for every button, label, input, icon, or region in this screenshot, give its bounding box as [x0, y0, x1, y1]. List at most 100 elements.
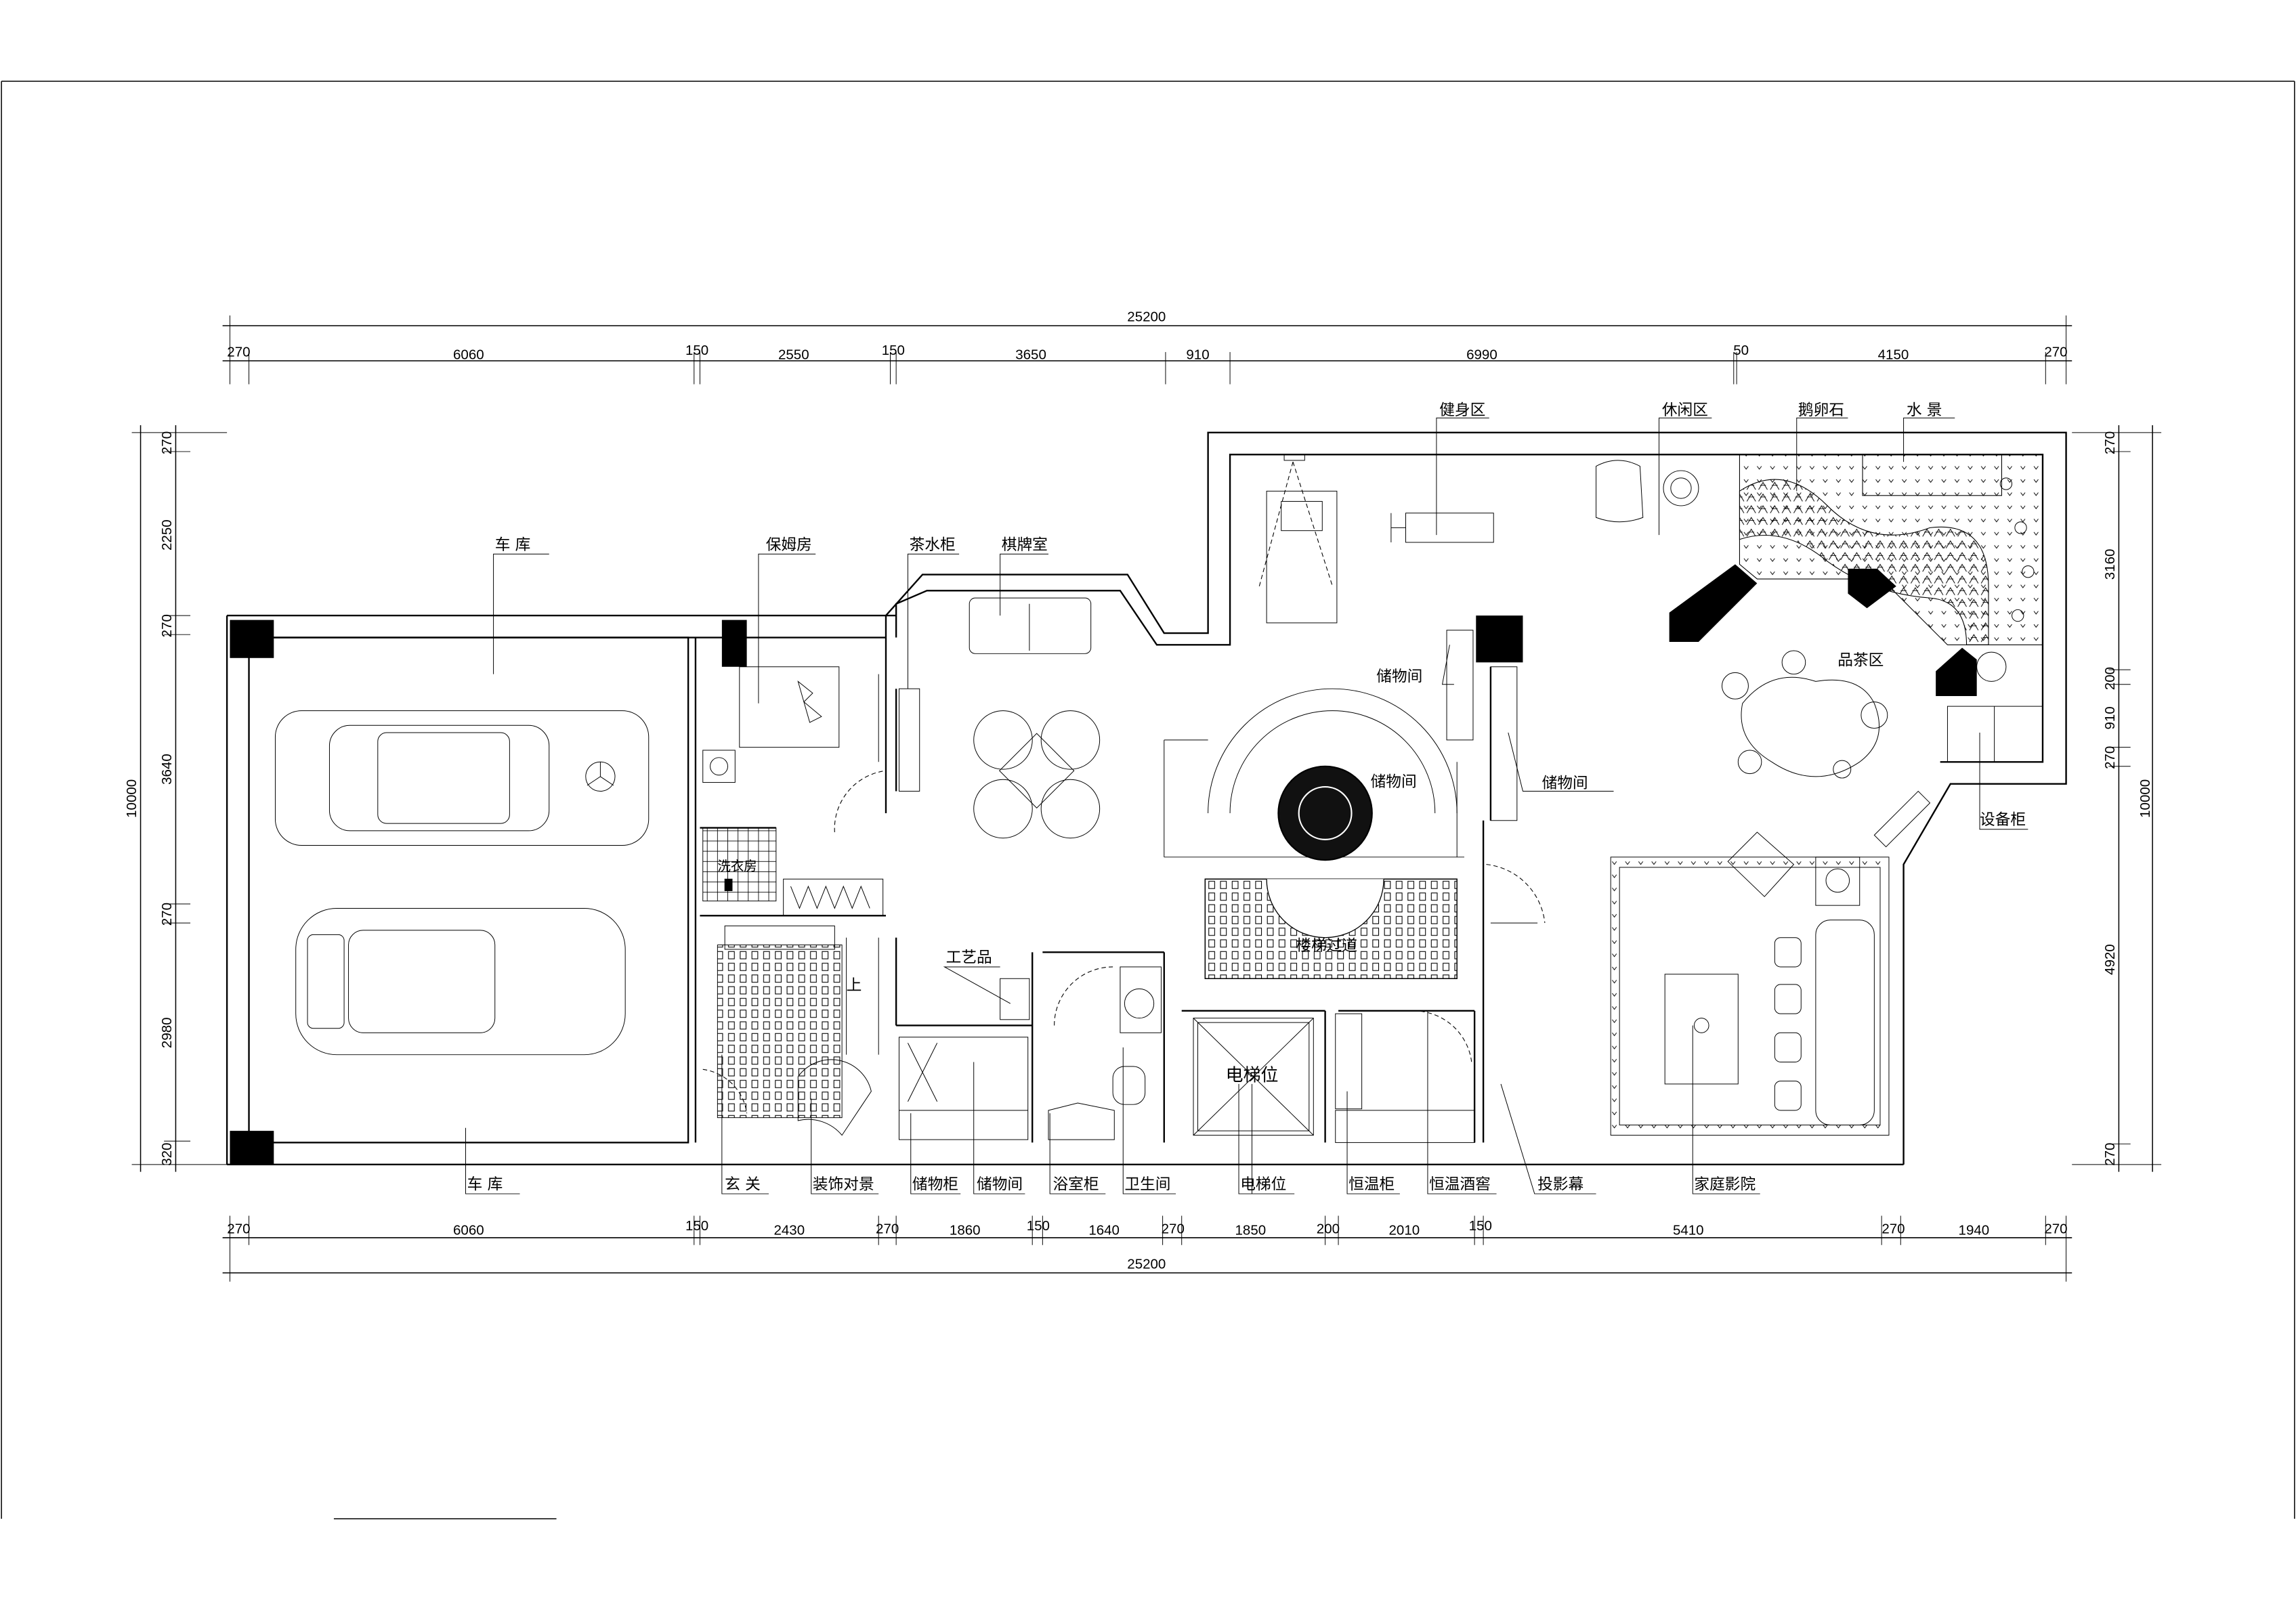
- label-decor-view: 装饰对景: [813, 1176, 874, 1194]
- door-swings: [702, 770, 1546, 1114]
- dim-bottom: 1850: [1235, 1223, 1267, 1238]
- dim-top: 150: [882, 343, 905, 358]
- dim-right: 910: [2102, 706, 2118, 729]
- dim-top: 6990: [1466, 347, 1497, 363]
- dim-bottom: 2430: [773, 1223, 805, 1238]
- dim-right: 4920: [2102, 944, 2118, 975]
- label-projection-screen: 投影幕: [1537, 1176, 1583, 1194]
- label-up: 上: [847, 977, 862, 995]
- leisure-furniture: [1596, 460, 1699, 523]
- label-artwork: 工艺品: [946, 949, 992, 966]
- label-water-feature: 水 景: [1907, 402, 1942, 419]
- dim-bottom: 1860: [950, 1223, 981, 1238]
- car-sports: [295, 908, 626, 1056]
- dim-top: 4150: [1878, 347, 1909, 363]
- gym-equipment: [1258, 454, 1494, 624]
- dim-top: 3650: [1015, 347, 1046, 363]
- elevator-shaft: [1193, 1018, 1314, 1136]
- dim-left: 3640: [159, 754, 175, 785]
- bottom-dimension-chain: 25200 270 6060 150 2430 270 1860 150 164…: [222, 1215, 2072, 1282]
- dim-top: 270: [2044, 344, 2067, 360]
- dim-left-total: 10000: [124, 779, 140, 818]
- dim-bottom: 270: [227, 1221, 250, 1236]
- label-pebbles: 鹅卵石: [1798, 402, 1844, 419]
- tea-area-furniture: [1722, 650, 2043, 848]
- label-storage-cabinet: 储物柜: [912, 1176, 958, 1194]
- label-storage: 储物间: [1542, 775, 1588, 792]
- dim-bottom: 1640: [1088, 1223, 1120, 1238]
- dim-bottom: 2010: [1389, 1223, 1420, 1238]
- dim-bottom: 270: [2044, 1221, 2067, 1236]
- label-leisure: 休闲区: [1662, 402, 1708, 419]
- drawing-frame: [1, 81, 2295, 1519]
- dim-right: 3160: [2102, 549, 2118, 580]
- stair-corridor-rug: [1204, 878, 1458, 980]
- dim-bottom-total: 25200: [1127, 1256, 1166, 1272]
- label-bathroom: 卫生间: [1124, 1176, 1170, 1194]
- room-labels-top: 车 库 保姆房 茶水柜 棋牌室 健身区 休闲区 鹅卵石 水 景: [495, 402, 1942, 554]
- label-gym: 健身区: [1439, 402, 1485, 419]
- label-tea-cabinet: 茶水柜: [910, 536, 956, 554]
- label-stair-corridor: 楼梯过道: [1296, 937, 1357, 955]
- entrance-area: [717, 925, 879, 1136]
- car-sedan: [274, 710, 650, 846]
- label-storage: 储物间: [1371, 773, 1417, 791]
- label-storage: 储物间: [1376, 668, 1422, 685]
- dim-left: 270: [159, 431, 175, 454]
- dim-top: 6060: [453, 347, 484, 363]
- dim-left: 2250: [159, 519, 175, 550]
- label-home-theater: 家庭影院: [1694, 1176, 1756, 1194]
- label-bath-cabinet: 浴室柜: [1053, 1176, 1099, 1194]
- dim-left: 320: [159, 1143, 175, 1166]
- top-dimension-chain: 25200 270 6060 150 2550 150 3650 910 699…: [222, 309, 2072, 385]
- room-labels-bottom: 车 库 玄 关 装饰对景 储物柜 储物间 浴室柜 卫生间 电梯位 恒温柜 恒温酒…: [467, 1176, 1756, 1194]
- label-entrance: 玄 关: [725, 1176, 761, 1194]
- chess-room-furniture: [878, 597, 1101, 839]
- label-storage-room: 储物间: [977, 1176, 1023, 1194]
- label-elevator: 电梯位: [1226, 1066, 1279, 1086]
- label-maid-room: 保姆房: [766, 536, 812, 554]
- dim-bottom: 270: [1882, 1221, 1905, 1236]
- label-garage: 车 库: [495, 536, 531, 554]
- dim-left: 2980: [159, 1017, 175, 1048]
- label-elevator-bottom: 电梯位: [1240, 1176, 1286, 1194]
- label-chess-room: 棋牌室: [1002, 536, 1048, 554]
- dim-bottom: 270: [876, 1221, 899, 1236]
- dim-top-total: 25200: [1127, 309, 1166, 325]
- dim-top: 150: [685, 343, 708, 358]
- label-garage-bottom: 车 库: [467, 1176, 503, 1194]
- leader-lines: [465, 417, 2028, 1194]
- service-rooms: [898, 966, 1475, 1143]
- pebble-garden: [1739, 454, 2043, 682]
- label-wine-cellar: 恒温酒窖: [1429, 1176, 1491, 1194]
- dim-left: 270: [159, 614, 175, 637]
- dim-right: 270: [2102, 1143, 2118, 1166]
- left-dimension-chain: 10000 270 2250 270 3640 270 2980 320: [124, 425, 228, 1172]
- dim-right: 270: [2102, 431, 2118, 454]
- dim-top: 2550: [778, 347, 809, 363]
- label-laundry: 洗衣房: [717, 858, 757, 873]
- dim-right: 200: [2102, 667, 2118, 690]
- dim-top: 270: [227, 344, 250, 360]
- dim-top: 50: [1733, 343, 1749, 358]
- dim-bottom: 150: [685, 1218, 708, 1234]
- dim-top: 910: [1186, 347, 1209, 363]
- room-labels-inside: 储物间 储物间 储物间 品茶区 设备柜 洗衣房 楼梯过道 工艺品 电梯位 上: [717, 652, 2026, 1086]
- dim-left: 270: [159, 903, 175, 926]
- dim-bottom: 150: [1027, 1218, 1050, 1234]
- spiral-staircase: [1164, 630, 1518, 858]
- dim-bottom: 270: [1162, 1221, 1185, 1236]
- label-wine-cabinet: 恒温柜: [1348, 1176, 1395, 1194]
- dim-bottom: 6060: [453, 1223, 484, 1238]
- dim-right-total: 10000: [2138, 779, 2153, 818]
- right-dimension-chain: 10000 270 3160 200 910 270 4920 270: [2072, 425, 2162, 1172]
- dim-bottom: 1940: [1959, 1223, 1990, 1238]
- home-theater: [1490, 831, 1890, 1136]
- stair-medallion: [1277, 765, 1373, 861]
- label-tea-area: 品茶区: [1837, 652, 1884, 670]
- dim-bottom: 150: [1469, 1218, 1492, 1234]
- maid-room-furniture: [702, 666, 884, 916]
- label-equipment-cabinet: 设备柜: [1980, 811, 2026, 829]
- dim-bottom: 200: [1317, 1221, 1340, 1236]
